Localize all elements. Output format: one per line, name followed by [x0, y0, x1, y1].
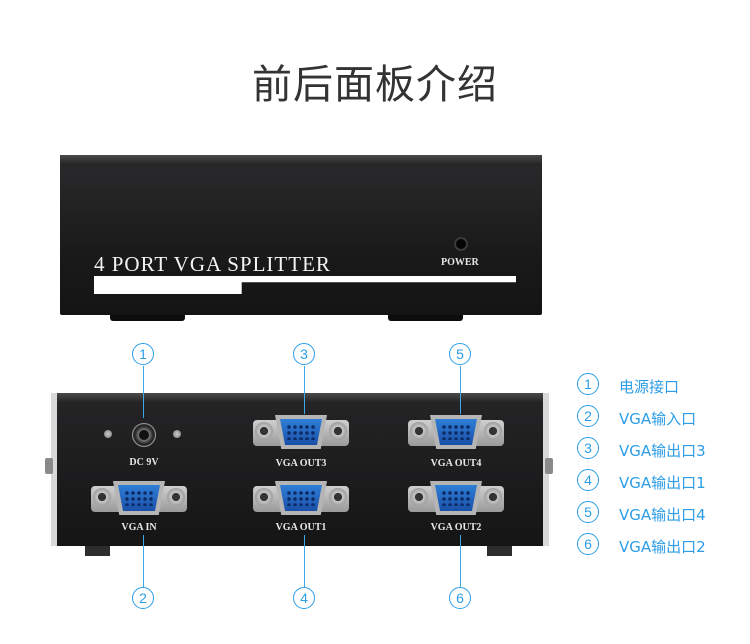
screw-icon — [173, 430, 181, 438]
page-title: 前后面板介绍 — [252, 62, 498, 108]
vga-out4-label: VGA OUT4 — [430, 458, 482, 469]
vga-out3-port — [253, 415, 349, 451]
vga-out1-label: VGA OUT1 — [275, 522, 327, 533]
legend-text: 电源接口 — [619, 378, 680, 396]
callout-line-4 — [304, 535, 305, 587]
rear-foot-right — [487, 546, 512, 556]
vga-out3-label: VGA OUT3 — [275, 458, 327, 469]
legend-number: 2 — [577, 405, 599, 427]
legend-number: 5 — [577, 501, 599, 523]
front-top-edge — [60, 155, 542, 165]
callout-line-1 — [143, 366, 144, 418]
dc-label: DC 9V — [129, 457, 159, 468]
side-tab-left — [45, 458, 53, 474]
legend-text: VGA输出口1 — [619, 474, 706, 492]
rear-foot-left — [85, 546, 110, 556]
vga-out2-label: VGA OUT2 — [430, 522, 482, 533]
callout-line-6 — [460, 535, 461, 587]
legend-number: 1 — [577, 373, 599, 395]
legend-number: 6 — [577, 533, 599, 555]
power-label: POWER — [441, 257, 479, 268]
legend-text: VGA输入口 — [619, 410, 697, 428]
vga-out2-port — [408, 481, 504, 517]
front-white-stripe — [94, 276, 516, 294]
callout-4: 4 — [293, 587, 315, 609]
legend-text: VGA输出口3 — [619, 442, 706, 460]
callout-2: 2 — [132, 587, 154, 609]
callout-5: 5 — [449, 343, 471, 365]
front-panel-label: 4 PORT VGA SPLITTER — [94, 252, 331, 276]
legend-text: VGA输出口2 — [619, 538, 706, 556]
rear-top-edge — [57, 393, 543, 403]
vga-out1-port — [253, 481, 349, 517]
callout-3: 3 — [293, 343, 315, 365]
callout-6: 6 — [449, 587, 471, 609]
dc-power-jack-icon — [132, 423, 156, 447]
callout-line-3 — [304, 366, 305, 414]
rear-panel: DC 9V VGA OUT3 VGA OUT4 VGA IN VGA OUT1 … — [57, 393, 543, 546]
legend-number: 3 — [577, 437, 599, 459]
front-foot-left — [110, 315, 185, 321]
vga-in-label: VGA IN — [121, 522, 157, 533]
vga-in-port — [91, 481, 187, 517]
screw-icon — [104, 430, 112, 438]
vga-out4-port — [408, 415, 504, 451]
side-tab-right — [545, 458, 553, 474]
legend-text: VGA输出口4 — [619, 506, 706, 524]
legend-number: 4 — [577, 469, 599, 491]
callout-line-2 — [143, 535, 144, 587]
front-panel: 4 PORT VGA SPLITTER POWER — [60, 155, 542, 321]
rear-side-left — [51, 393, 57, 546]
callout-line-5 — [460, 366, 461, 414]
power-led-icon — [454, 237, 468, 251]
front-foot-right — [388, 315, 463, 321]
callout-1: 1 — [132, 343, 154, 365]
